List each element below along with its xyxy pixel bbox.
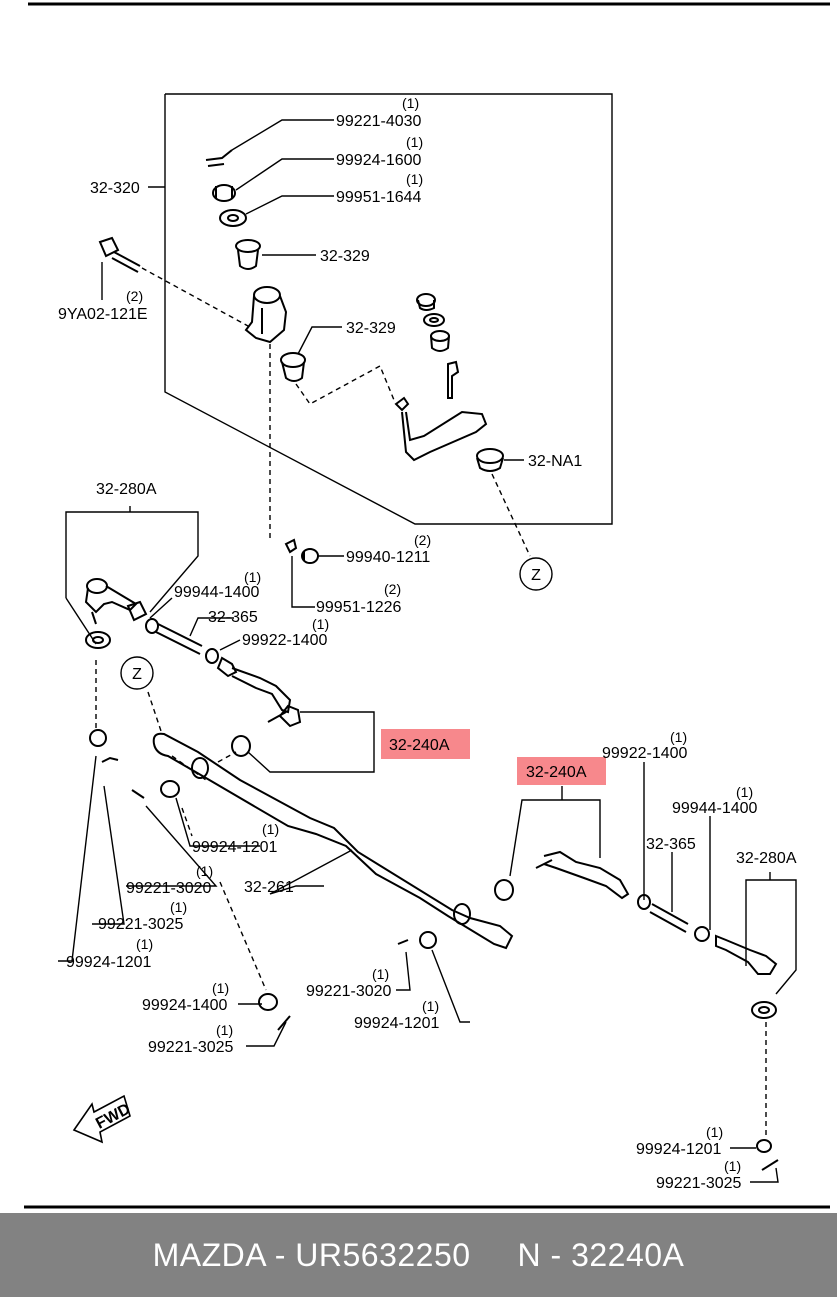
qty-99944-1400-left: (1) — [244, 569, 261, 585]
qty-99951-1644: (1) — [406, 171, 423, 187]
z-marker-right — [519, 557, 553, 591]
left-tie-rod-link — [231, 667, 302, 757]
part-label-99924-1201-d[interactable]: 99924-1201 — [636, 1141, 722, 1158]
qty-99924-1201-a: (1) — [262, 821, 279, 837]
part-label-99951-1644[interactable]: 99951-1644 — [336, 189, 422, 206]
footer-part-number-text: MAZDA - UR5632250 N - 32240A — [152, 1236, 685, 1273]
washer-top — [219, 209, 247, 227]
part-label-32-320[interactable]: 32-320 — [90, 180, 140, 197]
part-label-32-na1[interactable]: 32-NA1 — [528, 453, 582, 470]
highlight-32-240a-left — [381, 729, 470, 759]
part-label-32-365-right[interactable]: 32-365 — [646, 836, 696, 853]
part-label-99924-1201-c[interactable]: 99924-1201 — [354, 1015, 440, 1032]
idler-bushing-na1 — [476, 448, 504, 472]
qty-99940-1211: (2) — [414, 532, 431, 548]
part-label-32-261[interactable]: 32-261 — [244, 879, 294, 896]
part-label-32-365-left[interactable]: 32-365 — [208, 609, 258, 626]
tie-rod-end-left-bracket — [65, 511, 199, 613]
fwd-arrow-icon: FWD — [72, 1094, 133, 1144]
qty-99221-3020-b: (1) — [372, 966, 389, 982]
qty-99924-1201-c: (1) — [422, 998, 439, 1014]
pivot-dash — [295, 365, 395, 405]
leader-lines — [58, 119, 779, 1183]
bottom-right-nut-pin — [756, 1139, 779, 1171]
part-label-32-280a-right[interactable]: 32-280A — [736, 850, 797, 867]
steering-linkage-diagram: Z Z — [24, 2, 830, 1209]
part-label-32-329-upper[interactable]: 32-329 — [320, 248, 370, 265]
idler-arm — [394, 396, 488, 462]
qty-99221-4030: (1) — [402, 95, 419, 111]
nut-washer-mid — [284, 538, 319, 564]
bolt-to-bracket-line — [141, 267, 249, 327]
part-label-99221-3020-b[interactable]: 99221-3020 — [306, 983, 392, 1000]
highlight-bracket-right — [509, 799, 601, 877]
qty-99221-3025-b: (1) — [216, 1022, 233, 1038]
idler-bracket — [244, 286, 288, 344]
part-number-footer: MAZDA - UR5632250 N - 32240A — [0, 1213, 837, 1297]
idler-arm-assembly-box — [164, 93, 613, 525]
bolt-left — [98, 236, 141, 273]
left-adjust-nuts — [126, 600, 238, 678]
part-label-99924-1201-a[interactable]: 99924-1201 — [192, 839, 278, 856]
z-left-dash — [147, 691, 163, 735]
part-label-32-240a-right[interactable]: 32-240A — [526, 764, 587, 781]
center-link-dash-right — [217, 751, 237, 763]
tie-rod-end-right — [715, 934, 778, 1019]
left-nut-pin — [89, 729, 180, 799]
qty-99221-3025-c: (1) — [724, 1158, 741, 1174]
right-adjust-nuts — [637, 894, 710, 942]
qty-99922-1400-left: (1) — [312, 616, 329, 632]
qty-99922-1400-right: (1) — [670, 729, 687, 745]
center-link — [152, 732, 514, 950]
idler-small-parts — [416, 293, 460, 399]
part-label-99951-1226[interactable]: 99951-1226 — [316, 599, 402, 616]
highlight-bracket-left — [247, 711, 375, 773]
part-label-99221-3025-a[interactable]: 99221-3025 — [98, 916, 184, 933]
qty-99221-3025-a: (1) — [170, 899, 187, 915]
part-label-32-280a-left[interactable]: 32-280A — [96, 481, 157, 498]
qty-99951-1226: (2) — [384, 581, 401, 597]
castle-nut-top — [212, 184, 236, 202]
na1-to-z-dash — [491, 473, 531, 557]
qty-99924-1600: (1) — [406, 134, 423, 150]
highlight-32-240a-right — [517, 757, 606, 785]
part-label-99221-3025-b[interactable]: 99221-3025 — [148, 1039, 234, 1056]
mid-nut-pin — [397, 931, 437, 949]
lower-nut-pin — [258, 993, 291, 1031]
part-label-99922-1400-left[interactable]: 99922-1400 — [242, 632, 328, 649]
tie-rod-end-right-bracket — [745, 879, 797, 995]
qty-99924-1201-d: (1) — [706, 1124, 723, 1140]
part-label-9ya02-121e[interactable]: 9YA02-121E — [58, 306, 148, 323]
center-link-dash — [171, 755, 207, 781]
qty-99944-1400-right: (1) — [736, 784, 753, 800]
cotter-pin-top — [205, 149, 233, 167]
part-label-99221-4030[interactable]: 99221-4030 — [336, 113, 422, 130]
qty-99924-1400-c: (1) — [212, 980, 229, 996]
part-label-99922-1400-right[interactable]: 99922-1400 — [602, 745, 688, 762]
part-label-99221-3025-c[interactable]: 99221-3025 — [656, 1175, 742, 1192]
bushing-upper — [235, 239, 261, 270]
part-label-99221-3020-a[interactable]: 99221-3020 — [126, 880, 212, 897]
part-label-99924-1400-c[interactable]: 99924-1400 — [142, 997, 228, 1014]
part-label-99924-1600[interactable]: 99924-1600 — [336, 152, 422, 169]
qty-99924-1201-b: (1) — [136, 936, 153, 952]
part-label-99940-1211[interactable]: 99940-1211 — [346, 549, 430, 566]
part-label-32-240a-left[interactable]: 32-240A — [389, 737, 450, 754]
part-label-99944-1400-left[interactable]: 99944-1400 — [174, 584, 260, 601]
part-label-32-329-lower[interactable]: 32-329 — [346, 320, 396, 337]
tie-rod-end-left — [84, 578, 138, 649]
part-label-99924-1201-b[interactable]: 99924-1201 — [66, 954, 152, 971]
z-marker-right-label: Z — [531, 567, 541, 584]
right-tie-rod-link — [494, 850, 630, 901]
z-marker-left — [120, 656, 154, 690]
qty-99221-3020-a: (1) — [196, 863, 213, 879]
part-label-99944-1400-right[interactable]: 99944-1400 — [672, 800, 758, 817]
qty-9ya02-121e: (2) — [126, 288, 143, 304]
bushing-lower — [280, 352, 306, 382]
z-marker-left-label: Z — [132, 666, 142, 683]
